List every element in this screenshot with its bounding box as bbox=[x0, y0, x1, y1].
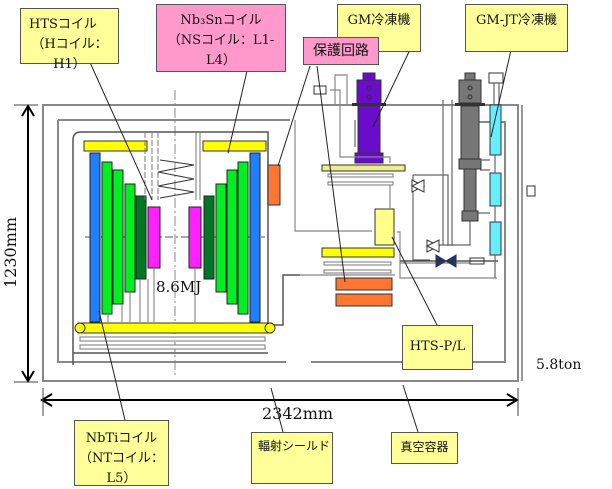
gmjt-port-2 bbox=[467, 94, 473, 100]
hts-coil-right bbox=[188, 206, 202, 269]
nbti-coil-label: NbTiコイル （NTコイル：L5） bbox=[74, 420, 169, 486]
protection-resistor-2 bbox=[335, 293, 393, 307]
piping-lines bbox=[354, 100, 490, 261]
gmjt-cryocooler-label: GM-JT冷凍機 bbox=[465, 4, 568, 52]
hts-pl-label: HTS-P/L bbox=[402, 325, 473, 370]
radiation-shield-label-text: 輻射シールド bbox=[258, 439, 331, 453]
gmjt-second-stage bbox=[461, 210, 479, 222]
protection-resistor-1 bbox=[335, 277, 393, 291]
valve-1b bbox=[410, 179, 425, 193]
piping-loop bbox=[294, 120, 497, 279]
valve-2b bbox=[425, 239, 440, 253]
hts-coil-label-line1: HTSコイル bbox=[29, 17, 97, 32]
lower-plate-a bbox=[323, 261, 392, 266]
heat-exchanger-1 bbox=[489, 104, 502, 156]
lower-plate-b bbox=[323, 269, 392, 274]
heat-exchanger-3 bbox=[489, 221, 502, 256]
lower-lead-wires bbox=[107, 268, 196, 322]
nbti-coil-label-line2: （NTコイル：L5） bbox=[78, 451, 165, 486]
width-dimension-text: 2342mm bbox=[262, 404, 334, 423]
radiation-shield-label: 輻射シールド bbox=[251, 432, 333, 484]
nbti-coil-label-line1: NbTiコイル bbox=[85, 431, 158, 446]
hts-coil-label: HTSコイル （Hコイル：H1） bbox=[20, 8, 119, 72]
hts-coil-left bbox=[147, 206, 161, 269]
nb3sn-coil-label-line1: Nb₃Snコイル bbox=[180, 13, 262, 28]
gm-cryocooler-label-text: GM冷凍機 bbox=[347, 13, 411, 28]
thermal-shield-plate-2 bbox=[79, 344, 266, 350]
top-support-plate-right bbox=[202, 140, 267, 152]
nb3sn-coil-right-2 bbox=[226, 169, 238, 305]
feedthrough-port bbox=[526, 185, 536, 197]
gmjt-cryocooler-motor bbox=[458, 79, 482, 104]
height-dimension-text: 1230mm bbox=[1, 216, 20, 288]
gmjt-port-1 bbox=[467, 85, 473, 91]
lower-yellow-plate bbox=[321, 247, 395, 258]
hts-pl-block bbox=[374, 208, 395, 246]
protection-circuit-label-text: 保護回路 bbox=[313, 43, 369, 59]
gmjt-flange bbox=[455, 103, 485, 106]
width-arrow-left bbox=[40, 393, 53, 407]
width-arrow-right bbox=[506, 393, 519, 407]
jt-connector bbox=[488, 72, 504, 84]
nb3sn-coil-label: Nb₃Snコイル （NSコイル：L1-L4） bbox=[156, 4, 286, 72]
height-arrow-bottom bbox=[21, 370, 35, 383]
gm-thermal-plate bbox=[321, 164, 406, 172]
thermal-plate-b bbox=[327, 181, 394, 186]
support-rod-end-left bbox=[74, 322, 86, 334]
stored-energy-text: 8.6MJ bbox=[156, 278, 202, 296]
hts-pl-label-text: HTS-P/L bbox=[409, 339, 466, 354]
nb3sn-coil-left-3 bbox=[124, 183, 136, 293]
nb3sn-coil-label-line2: （NSコイル：L1-L4） bbox=[167, 33, 275, 68]
lead-wires-left bbox=[144, 132, 159, 200]
gmjt-upper-body bbox=[460, 105, 480, 161]
thermal-shield-plate-1 bbox=[79, 336, 266, 342]
vacuum-vessel-outline bbox=[42, 104, 519, 382]
gmjt-lower-body bbox=[463, 168, 477, 214]
gmjt-cryocooler-head bbox=[464, 72, 476, 81]
vacuum-vessel-label: 真空容器 bbox=[391, 432, 458, 464]
top-support-plate-left bbox=[83, 140, 148, 152]
gm-cryocooler-motor bbox=[356, 79, 382, 105]
bottom-support-plate bbox=[77, 322, 273, 334]
nb3sn-coil-left-4 bbox=[135, 195, 147, 280]
mass-text: 5.8ton bbox=[536, 357, 582, 373]
piping-gm bbox=[330, 74, 391, 163]
vacuum-vessel-label-text: 真空容器 bbox=[400, 440, 449, 454]
nbti-coil-right bbox=[249, 152, 261, 323]
hts-coil-label-line2: （Hコイル：H1） bbox=[31, 37, 108, 72]
jt-piping bbox=[480, 83, 500, 278]
thermal-plate-a bbox=[327, 173, 394, 178]
protection-circuit-label: 保護回路 bbox=[303, 37, 379, 65]
gmjt-first-stage bbox=[458, 158, 482, 170]
nbti-coil-left bbox=[89, 152, 101, 323]
gm-port-2 bbox=[366, 94, 372, 100]
gm-cryocooler-stage bbox=[354, 152, 384, 164]
nb3sn-coil-right-4 bbox=[203, 195, 215, 280]
current-lead-zigzag bbox=[157, 159, 195, 199]
protection-circuit-module bbox=[267, 164, 281, 206]
nb3sn-coil-left-1 bbox=[101, 161, 113, 315]
nb3sn-coil-right-3 bbox=[215, 183, 227, 293]
nb3sn-coil-left-2 bbox=[112, 169, 124, 305]
lead-wires-right bbox=[195, 132, 201, 200]
gm-port-1 bbox=[366, 85, 372, 91]
nb3sn-coil-right-1 bbox=[237, 161, 249, 315]
gm-cryocooler-flange bbox=[352, 103, 386, 106]
heat-exchanger-2 bbox=[489, 172, 502, 207]
height-arrow-top bbox=[21, 104, 35, 117]
gmjt-cryocooler-label-text: GM-JT冷凍機 bbox=[476, 13, 557, 28]
support-rod-end-right bbox=[264, 322, 276, 334]
